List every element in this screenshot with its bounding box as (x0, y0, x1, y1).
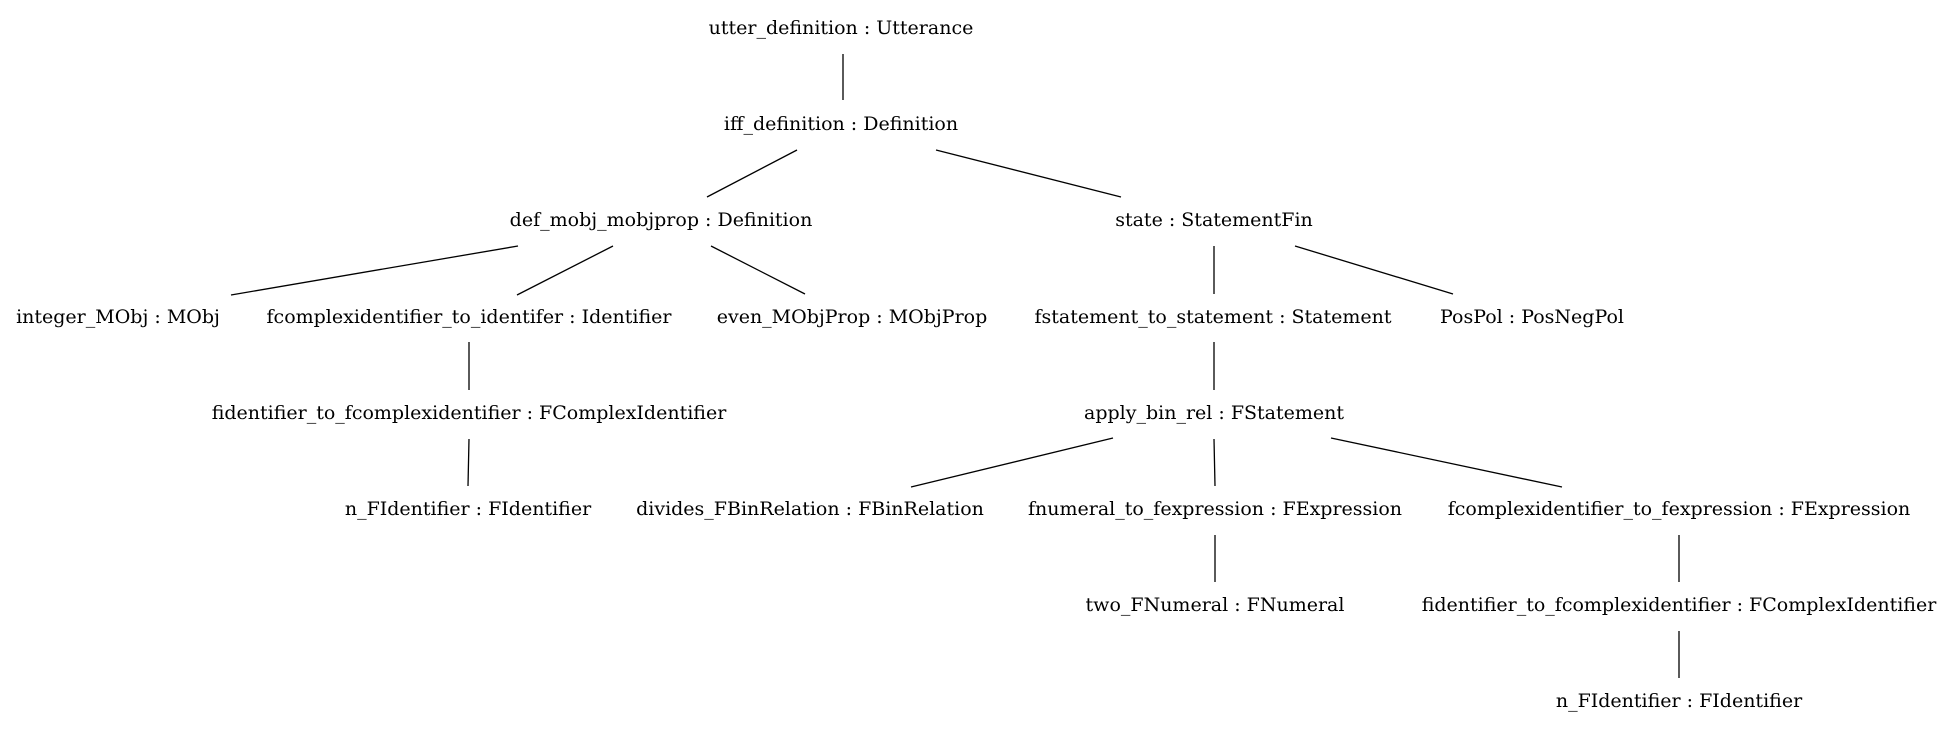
tree-node-label: fcomplexidentifier_to_identifer : Identi… (267, 306, 673, 328)
tree-edge (706, 149, 798, 198)
tree-edge (1330, 437, 1563, 488)
tree-edge (1294, 245, 1454, 295)
tree-edges (230, 54, 1680, 678)
tree-node-label: fstatement_to_statement : Statement (1034, 306, 1391, 328)
tree-node-label: divides_FBinRelation : FBinRelation (636, 498, 984, 520)
tree-node-label: utter_definition : Utterance (709, 17, 974, 39)
tree-node-label: state : StatementFin (1115, 209, 1313, 231)
tree-node-label: iff_definition : Definition (724, 113, 958, 135)
tree-edge (516, 245, 614, 296)
tree-node-label: two_FNumeral : FNumeral (1086, 594, 1345, 616)
tree-edge (935, 149, 1122, 198)
tree-edge (467, 438, 470, 487)
tree-node-label: n_FIdentifier : FIdentifier (1556, 690, 1803, 712)
tree-node-label: n_FIdentifier : FIdentifier (345, 498, 592, 520)
tree-node-label: def_mobj_mobjprop : Definition (510, 209, 813, 231)
tree-edge (1213, 438, 1216, 487)
tree-nodes: utter_definition : Utterance iff_definit… (16, 17, 1937, 712)
tree-node-label: fidentifier_to_fcomplexidentifier : FCom… (212, 402, 727, 424)
tree-node-label: fidentifier_to_fcomplexidentifier : FCom… (1422, 594, 1937, 616)
tree-node-label: fcomplexidentifier_to_fexpression : FExp… (1448, 498, 1911, 520)
tree-node-label: fnumeral_to_fexpression : FExpression (1028, 498, 1402, 520)
tree-node-label: PosPol : PosNegPol (1440, 306, 1624, 328)
tree-node-label: apply_bin_rel : FStatement (1084, 402, 1344, 424)
tree-node-label: integer_MObj : MObj (16, 306, 220, 328)
tree-edge (710, 245, 806, 295)
tree-edge (230, 245, 519, 296)
tree-edge (910, 437, 1114, 488)
tree-node-label: even_MObjProp : MObjProp (717, 306, 988, 328)
